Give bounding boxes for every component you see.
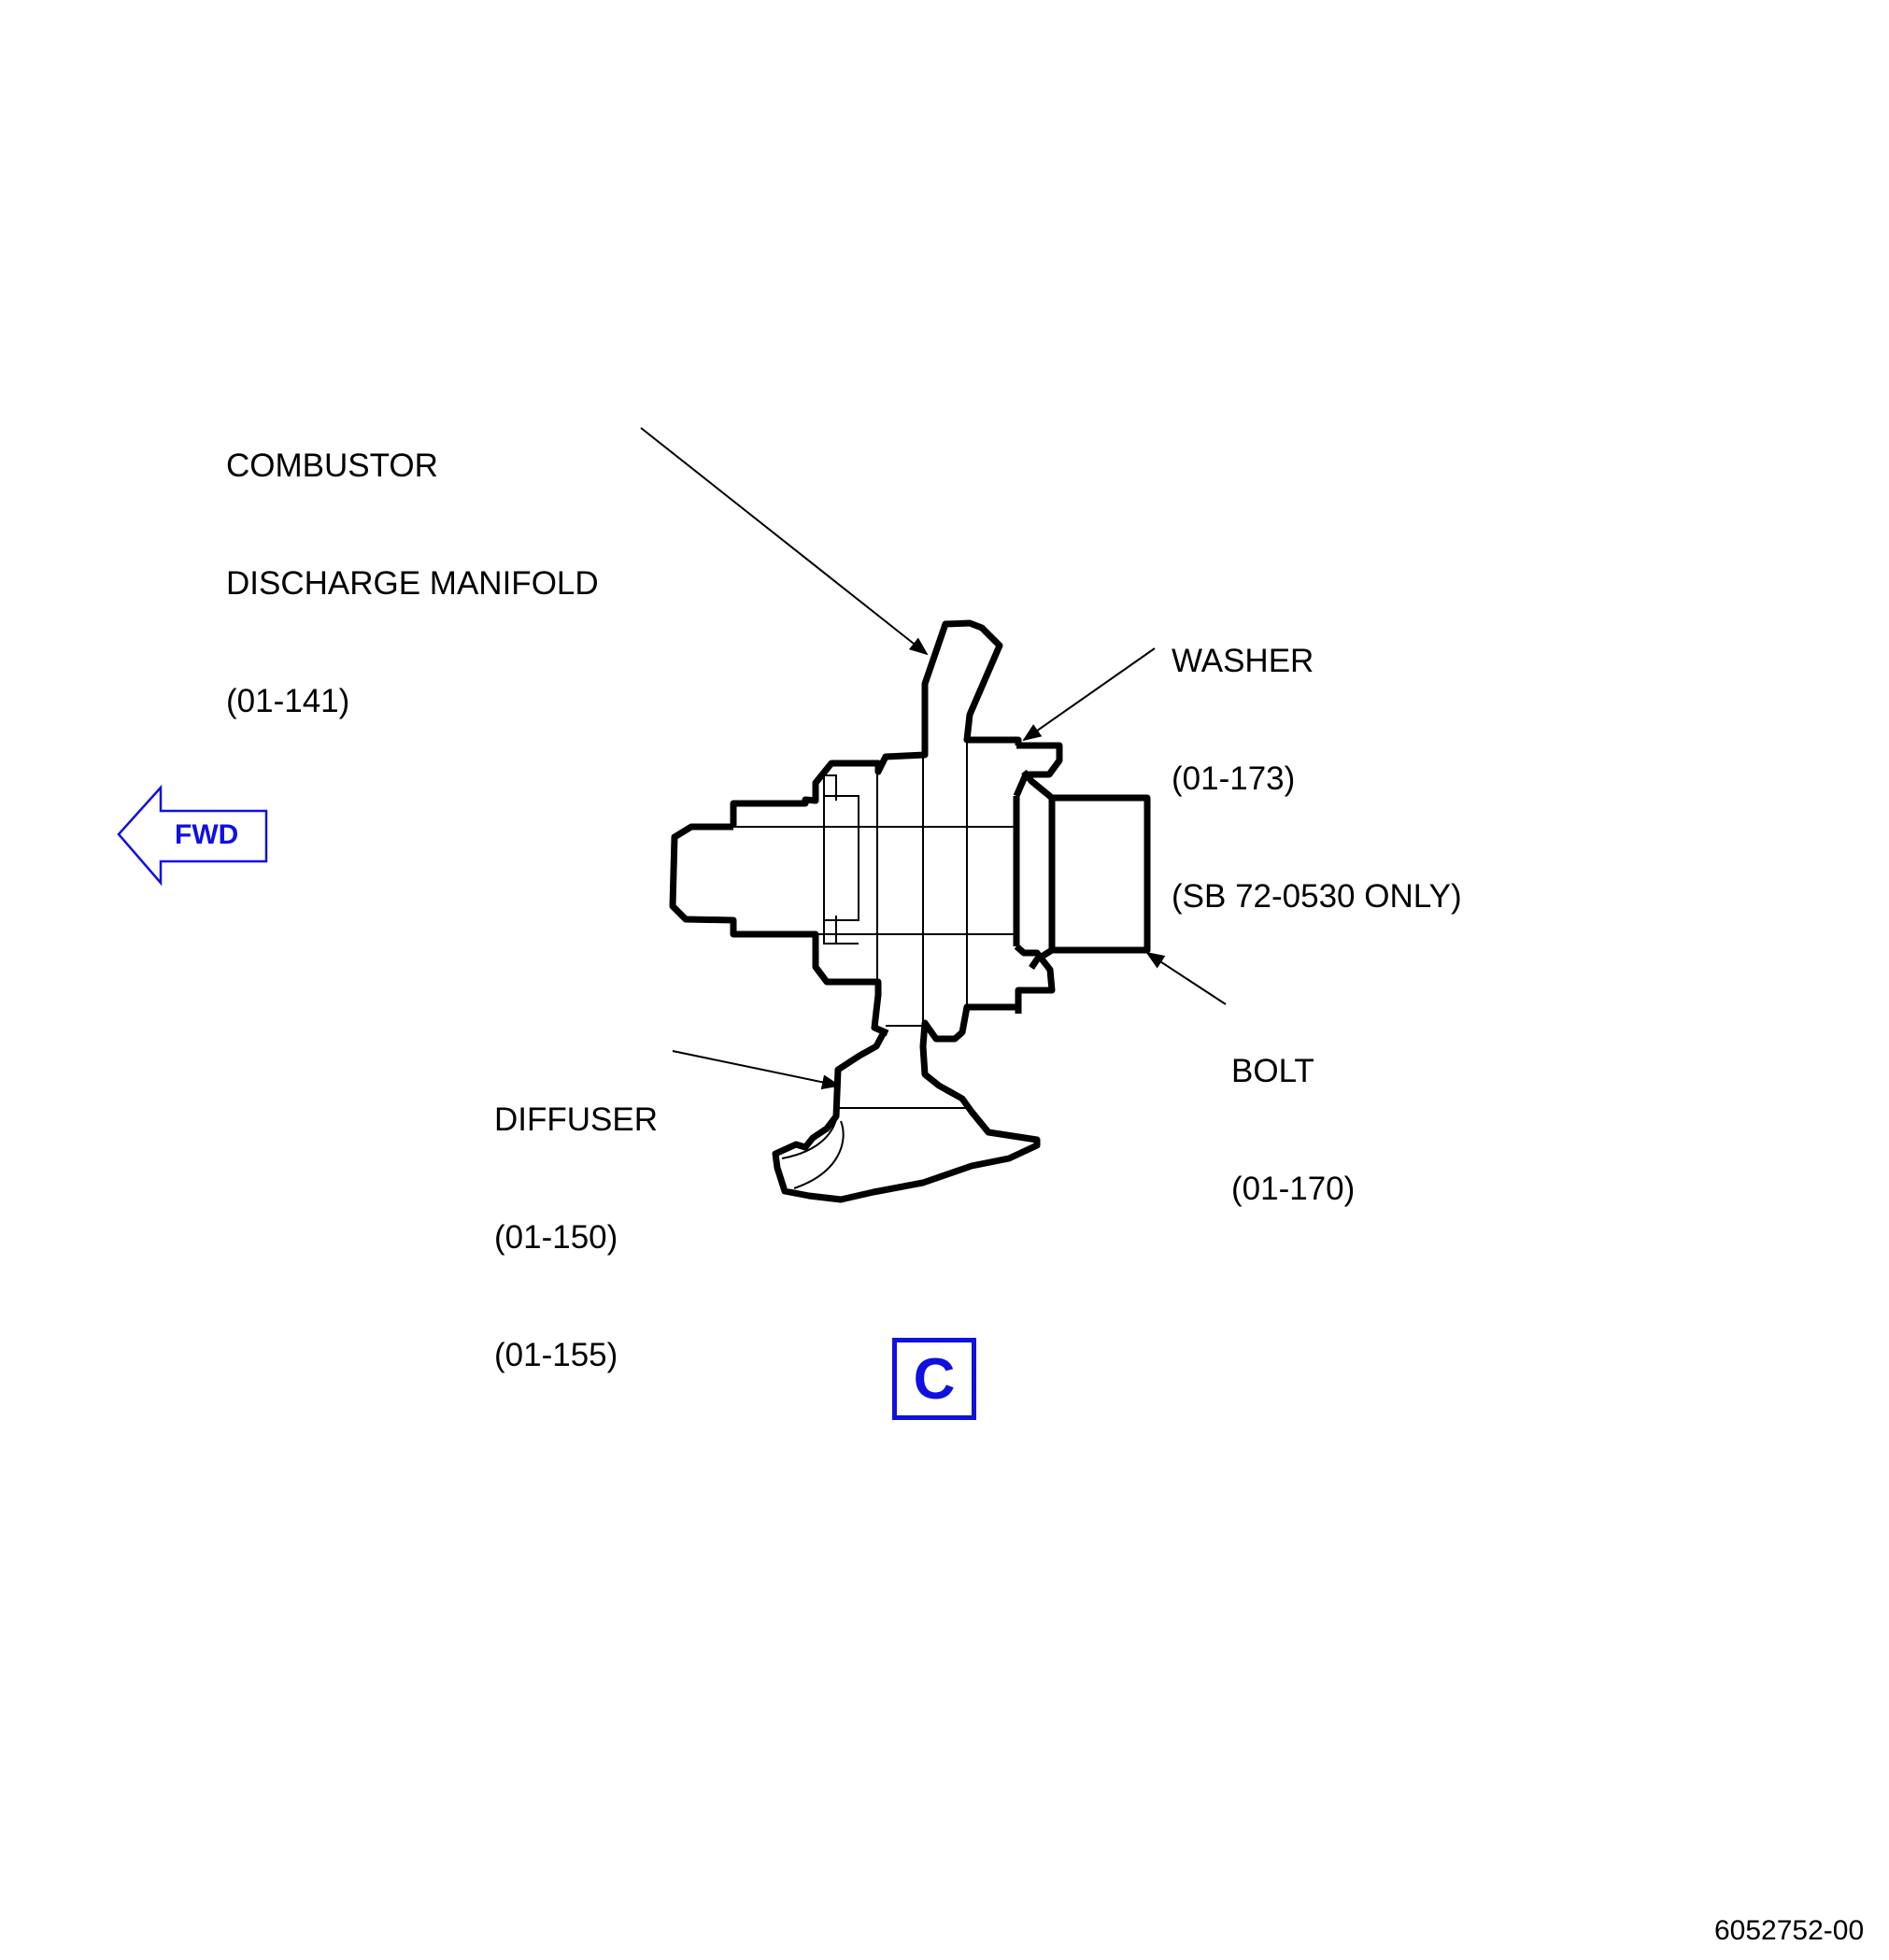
washer-leader [1022, 647, 1156, 742]
view-label-box: C [892, 1338, 976, 1420]
bolt-outline [1013, 742, 1151, 1014]
diffuser-callout: DIFFUSER (01-150) (01-155) [494, 1022, 658, 1414]
assembly-detail-lines [733, 738, 1016, 1189]
diffuser-callout-line1: DIFFUSER [494, 1101, 658, 1138]
fwd-label: FWD [175, 819, 239, 850]
washer-callout-line3: (SB 72-0530 ONLY) [1172, 878, 1462, 915]
fwd-arrow-icon [117, 784, 268, 887]
view-label: C [913, 1346, 956, 1412]
figure-number: 6052752-00 [1714, 1915, 1865, 1946]
washer-callout: WASHER (01-173) (SB 72-0530 ONLY) [1172, 563, 1462, 956]
diffuser-callout-line2: (01-150) [494, 1219, 618, 1256]
manifold-leader [640, 427, 929, 656]
diffuser-leader [672, 1050, 841, 1090]
washer-callout-line2: (01-173) [1172, 760, 1296, 797]
manifold-callout-line3: (01-141) [226, 683, 350, 719]
diffuser-callout-line3: (01-155) [494, 1337, 618, 1373]
leader-lines [640, 427, 1227, 1090]
manifold-callout-line2: DISCHARGE MANIFOLD [226, 565, 599, 602]
bolt-callout-line1: BOLT [1231, 1053, 1314, 1089]
bolt-callout: BOLT (01-170) [1231, 973, 1355, 1248]
bolt-leader [1145, 951, 1227, 1005]
manifold-callout: COMBUSTOR DISCHARGE MANIFOLD (01-141) [226, 368, 599, 760]
bolt-callout-line2: (01-170) [1231, 1171, 1356, 1207]
manifold-callout-line1: COMBUSTOR [226, 447, 438, 484]
assembly-outline [669, 619, 1041, 1203]
washer-callout-line1: WASHER [1172, 643, 1314, 679]
